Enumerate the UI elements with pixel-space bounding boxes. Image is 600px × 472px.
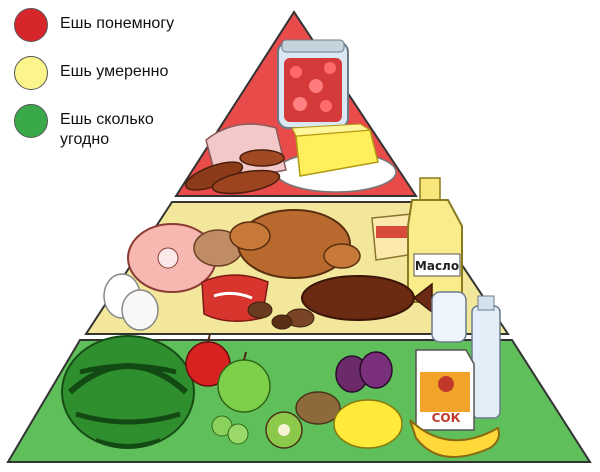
- juice-label: СОК: [432, 411, 461, 425]
- fish-icon: [301, 275, 433, 321]
- gooseberries-icon: [211, 415, 249, 445]
- legend-label-little: Ешь понемногу: [60, 15, 175, 32]
- sausages-icon: [184, 149, 285, 195]
- butter-icon: [371, 213, 415, 261]
- banana-icon: [409, 419, 500, 458]
- legend: Ешь понемногу Ешь умеренно Ешь сколько у…: [14, 8, 214, 164]
- plums-icon: [335, 351, 393, 393]
- ham-icon: [127, 223, 243, 293]
- nuts-icon: [247, 301, 315, 330]
- legend-item-plenty: Ешь сколько угодно: [14, 104, 214, 150]
- jar-icon: [277, 39, 349, 129]
- green-dot-icon: [14, 104, 48, 138]
- milk-bottle-icon: [431, 291, 501, 419]
- red-apple-icon: [185, 333, 231, 387]
- red-dot-icon: [14, 8, 48, 42]
- lemon-icon: [333, 399, 403, 449]
- cheese-icon: [291, 123, 379, 177]
- oil-label: Масло: [415, 259, 459, 273]
- yellow-dot-icon: [14, 56, 48, 90]
- legend-label-plenty: Ешь сколько угодно: [60, 111, 154, 148]
- chicken-icon: [229, 209, 361, 279]
- legend-item-little: Ешь понемногу: [14, 8, 214, 42]
- legend-label-moderate: Ешь умеренно: [60, 63, 169, 80]
- green-apple-icon: [217, 351, 271, 413]
- eggs-icon: [103, 273, 159, 331]
- oil-bottle-icon: Масло: [407, 177, 463, 303]
- kiwi-icon: [265, 391, 341, 449]
- juice-carton-icon: СОК: [415, 349, 475, 431]
- watermelon-icon: [61, 335, 195, 449]
- legend-item-moderate: Ешь умеренно: [14, 56, 214, 90]
